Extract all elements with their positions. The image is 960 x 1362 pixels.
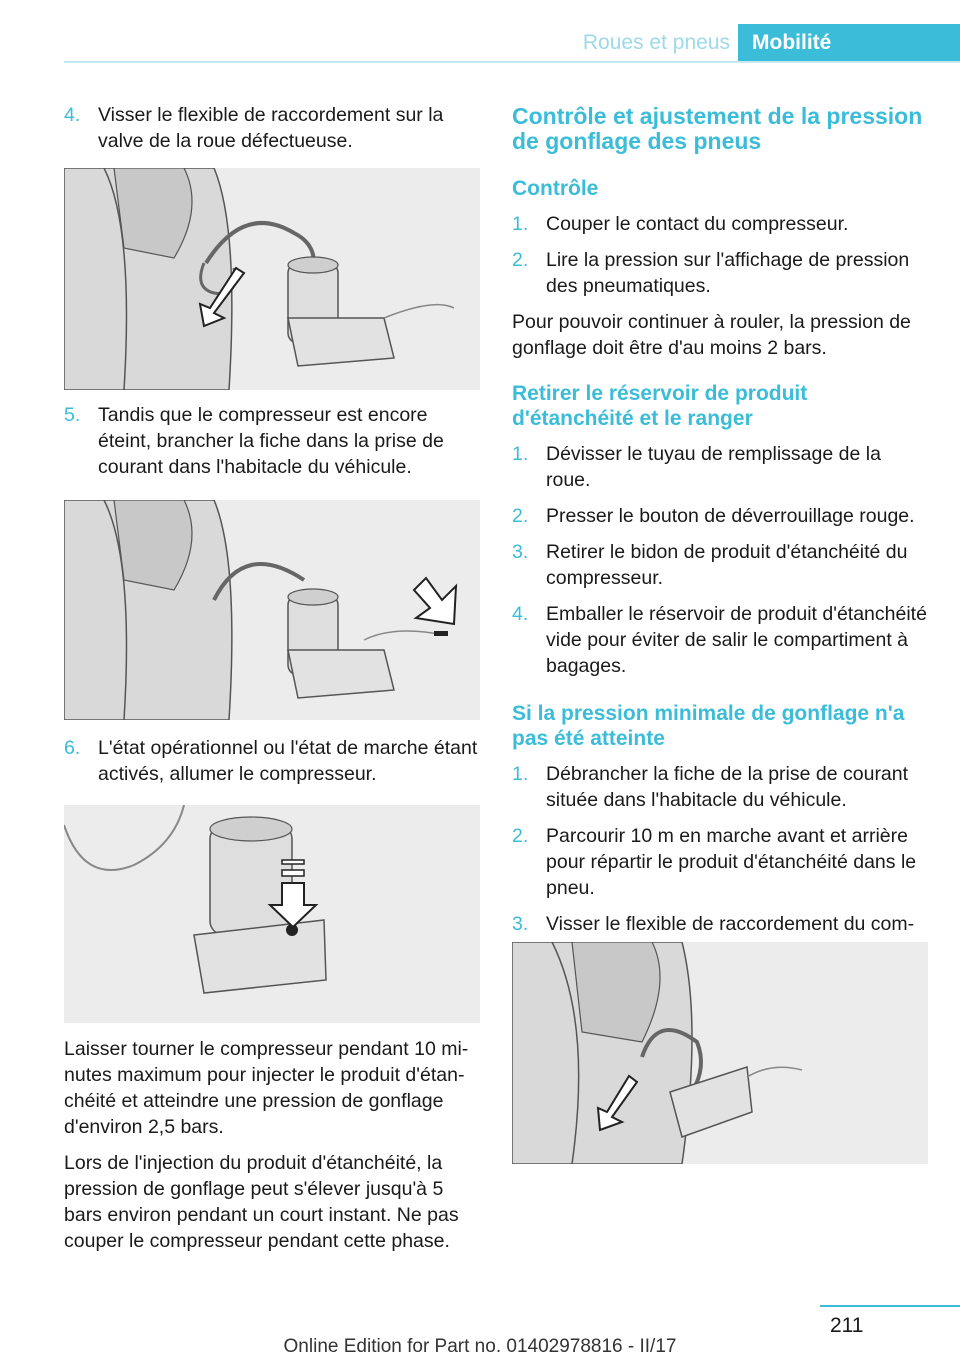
- retirer-step-4: 4. Emballer le réservoir de produit d'ét…: [512, 601, 928, 679]
- step-number: 5.: [64, 404, 81, 426]
- step-4: 4. Visser le flexible de raccordement su…: [64, 102, 480, 154]
- edition-footer: Online Edition for Part no. 01402978816 …: [283, 1336, 677, 1357]
- step-number: 3.: [512, 913, 529, 935]
- minimale-step-1: 1. Débrancher la fiche de la prise de co…: [512, 761, 928, 813]
- step-number: 1.: [512, 213, 529, 235]
- figure-compressor-switch: [64, 805, 480, 1023]
- step-number: 1.: [512, 763, 529, 785]
- minimale-step-2: 2. Parcourir 10 m en marche avant et arr…: [512, 823, 928, 901]
- heading-retirer: Retirer le réservoir de produit d'étanch…: [512, 382, 808, 430]
- retirer-step-1: 1. Dévisser le tuyau de remplissage de l…: [512, 441, 928, 493]
- header-rule: [64, 61, 960, 63]
- section-title: Contrôle et ajustement de la pression de…: [512, 103, 923, 154]
- step-text: Débrancher la fiche de la prise de coura…: [546, 763, 909, 811]
- heading-minimale: Si la pression minimale de gonflage n'a …: [512, 702, 905, 750]
- left-paragraphs: Laisser tourner le compresseur pendant 1…: [64, 1036, 480, 1264]
- step-text: Emballer le réservoir de produit d'étan­…: [546, 603, 927, 677]
- step-number: 3.: [512, 541, 529, 563]
- step-number: 2.: [512, 505, 529, 527]
- step-text: Presser le bouton de déverrouillage roug…: [546, 505, 915, 527]
- header-section-title: Roues et pneus: [582, 31, 730, 54]
- step-number: 1.: [512, 443, 529, 465]
- step-text: Lire la pression sur l'affichage de pres…: [546, 249, 910, 297]
- page-number-rule: [820, 1305, 960, 1307]
- pressure-peak-paragraph: Lors de l'injection du produit d'étanché…: [64, 1152, 459, 1252]
- left-step5-block: 5. Tandis que le compresseur est encore …: [64, 402, 480, 490]
- header-chapter-tab: Mobilité: [738, 24, 960, 62]
- controle-paragraph: Pour pouvoir continuer à rouler, la pres…: [512, 311, 911, 359]
- left-step6-block: 6. L'état opérationnel ou l'état de marc…: [64, 735, 480, 797]
- figure-plug-socket: [64, 500, 480, 720]
- step-text: Visser le flexible de raccordement sur l…: [98, 104, 444, 152]
- step-6: 6. L'état opérationnel ou l'état de marc…: [64, 735, 480, 787]
- heading-controle: Contrôle: [512, 177, 599, 200]
- illustration-hose-valve: [64, 168, 480, 390]
- controle-step-2: 2. Lire la pression sur l'affichage de p…: [512, 247, 928, 299]
- step-number: 2.: [512, 249, 529, 271]
- retirer-step-3: 3. Retirer le bidon de produit d'étanché…: [512, 539, 928, 591]
- controle-step-1: 1. Couper le contact du compresseur.: [512, 211, 928, 237]
- retirer-step-2: 2. Presser le bouton de déverrouillage r…: [512, 503, 928, 529]
- illustration-direct-valve: [512, 942, 928, 1164]
- figure-hose-to-valve: [64, 168, 480, 390]
- illustration-switch: [64, 805, 480, 1023]
- step-number: 2.: [512, 825, 529, 847]
- compressor-duration-paragraph: Laisser tourner le compresseur pendant 1…: [64, 1038, 469, 1138]
- illustration-plug: [64, 500, 480, 720]
- step-text: Parcourir 10 m en marche avant et arrièr…: [546, 825, 917, 899]
- right-column: Contrôle et ajustement de la pression de…: [512, 102, 928, 973]
- step-number: 4.: [64, 104, 81, 126]
- page-number: 211: [830, 1314, 864, 1337]
- figure-hose-direct-valve: [512, 942, 928, 1164]
- step-text: Retirer le bidon de produit d'étanchéité…: [546, 541, 908, 589]
- step-number: 4.: [512, 603, 529, 625]
- left-column: 4. Visser le flexible de raccordement su…: [64, 102, 480, 164]
- step-text: Tandis que le compresseur est encore éte…: [98, 404, 444, 478]
- step-number: 6.: [64, 737, 81, 759]
- step-text: L'état opérationnel ou l'état de marche …: [98, 737, 478, 785]
- step-text: Couper le contact du compresseur.: [546, 213, 849, 235]
- step-text: Dévisser le tuyau de remplissage de la r…: [546, 443, 881, 491]
- step-5: 5. Tandis que le compresseur est encore …: [64, 402, 480, 480]
